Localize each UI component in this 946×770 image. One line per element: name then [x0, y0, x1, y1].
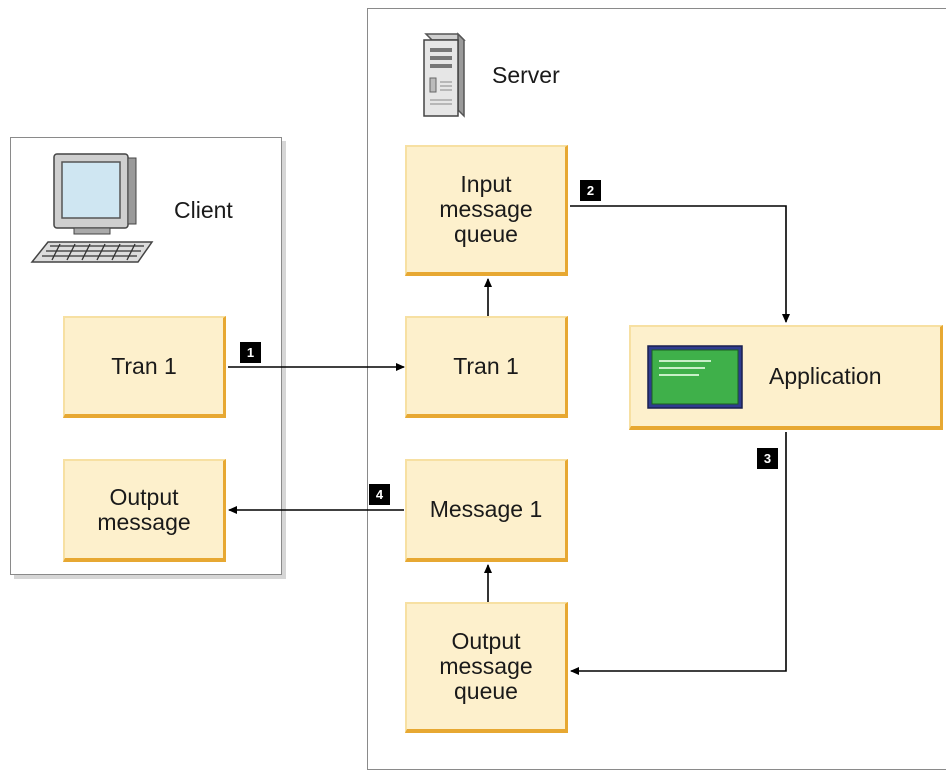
server-tran-label: Tran 1 [453, 352, 519, 379]
arrow-step-2 [570, 205, 790, 323]
server-title: Server [492, 62, 560, 88]
arrow-step-3 [570, 432, 787, 675]
client-tran-label: Tran 1 [111, 352, 177, 379]
input-queue-line-1: Input [460, 171, 512, 197]
connector-lines [228, 205, 790, 675]
input-message-queue-box: Input message queue [405, 145, 568, 276]
client-title: Client [174, 197, 233, 223]
server-tran-box: Tran 1 [405, 316, 568, 418]
output-message-queue-box: Output message queue [405, 602, 568, 733]
message-box-label: Message 1 [429, 496, 543, 522]
application-label: Application [769, 363, 882, 389]
message-box: Message 1 [405, 459, 568, 562]
application-window-icon [647, 344, 743, 409]
output-queue-line-1: Output [451, 628, 521, 654]
output-queue-line-3: queue [454, 678, 518, 704]
client-output-line-2: message [97, 508, 191, 535]
step-badge-4: 4 [369, 484, 390, 505]
input-queue-line-3: queue [454, 221, 518, 247]
desktop-computer-icon [30, 153, 154, 263]
step-badge-1: 1 [240, 342, 261, 363]
application-box: Application [629, 325, 943, 430]
client-tran-box: Tran 1 [63, 316, 226, 418]
step-badge-2: 2 [580, 180, 601, 201]
output-queue-line-2: message [439, 653, 533, 679]
server-tower-icon [423, 32, 466, 118]
input-queue-line-2: message [439, 196, 533, 222]
step-badge-3: 3 [757, 448, 778, 469]
client-output-message-box: Output message [63, 459, 226, 562]
client-output-line-1: Output [109, 483, 179, 510]
